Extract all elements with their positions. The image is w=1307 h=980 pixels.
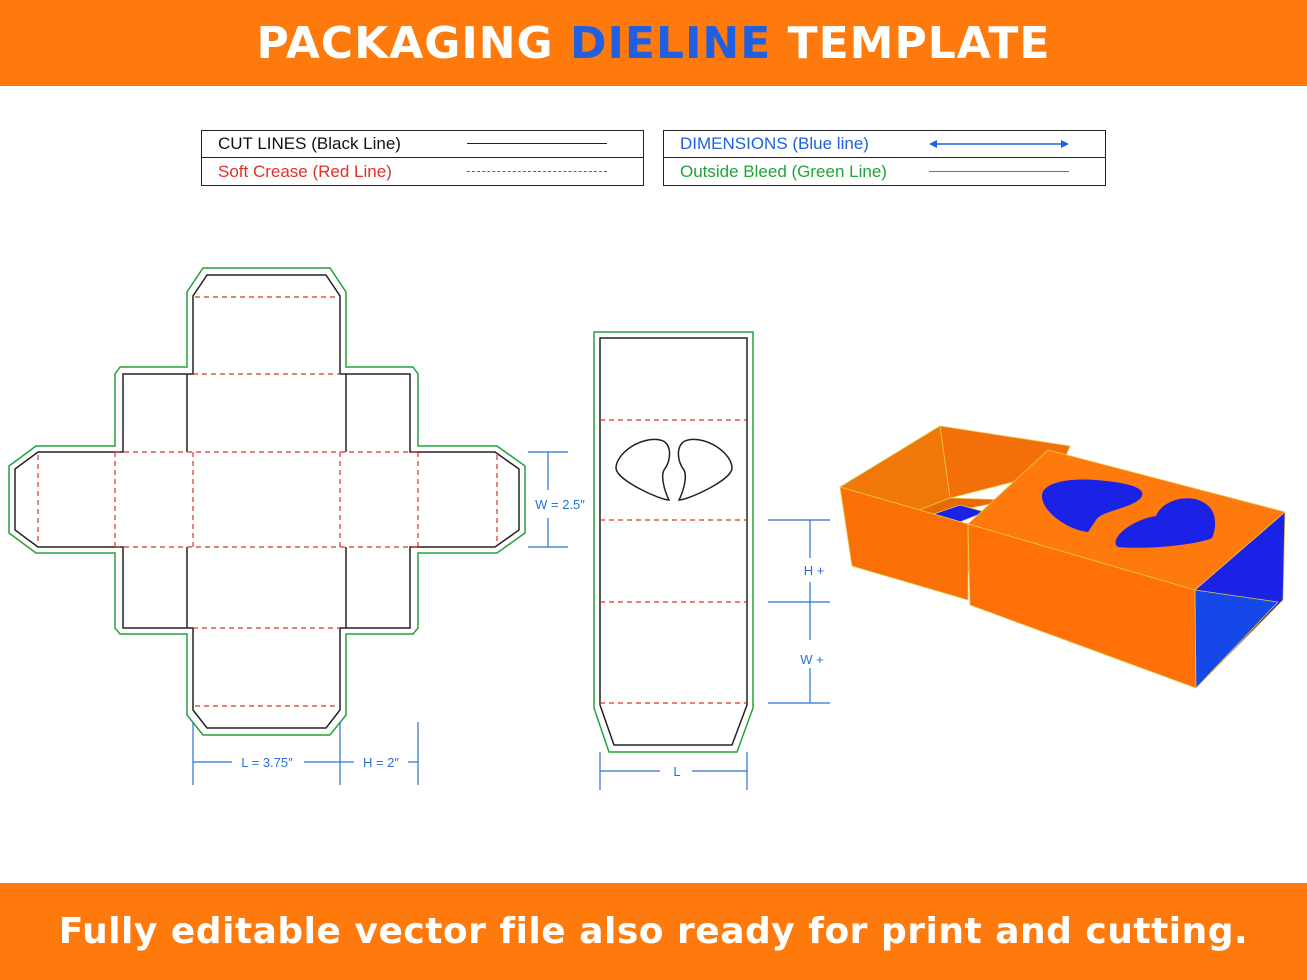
dimension-sleeve-l-label: L: [673, 764, 680, 779]
heart-cutout-right-icon: [1115, 498, 1216, 548]
dimension-l-label: L = 3.75″: [241, 755, 293, 770]
tray-bleed-outline: [8, 267, 526, 736]
dimension-arrow-icon: [929, 140, 1069, 148]
legend-dimension-row: DIMENSIONS (Blue line): [664, 131, 1105, 158]
box-mockup: [839, 425, 1286, 689]
dimension-w-label: W = 2.5″: [535, 497, 585, 512]
legend-bleed-row: Outside Bleed (Green Line): [664, 158, 1105, 185]
legend-cut-label: CUT LINES (Black Line): [218, 134, 401, 153]
title-accent: DIELINE: [570, 17, 772, 69]
sleeve-crease-lines: [600, 419, 747, 704]
title-part1: PACKAGING: [256, 17, 554, 69]
legend-bleed-label: Outside Bleed (Green Line): [680, 161, 887, 181]
tray-dieline: W = 2.5″ L = 3.75″ H = 2″: [8, 267, 585, 785]
cut-line-sample: [467, 143, 607, 145]
heart-cutout-left-icon: [1042, 479, 1143, 532]
legend-crease-row: Soft Crease (Red Line): [202, 158, 643, 185]
sleeve-dieline: H + W + L: [593, 331, 830, 790]
sleeve-bleed-outline: [593, 331, 754, 753]
tray-inner-slits: [186, 374, 347, 628]
legend-cut-row: CUT LINES (Black Line): [202, 131, 643, 158]
dimension-sleeve-l: [599, 752, 748, 790]
dimension-w-plus-label: W +: [800, 652, 823, 667]
dimension-w: [528, 451, 568, 548]
crease-line-sample: [467, 170, 607, 173]
title-part2: TEMPLATE: [787, 17, 1051, 69]
heart-window-icon: [615, 438, 733, 501]
header-banner: PACKAGING DIELINE TEMPLATE: [0, 0, 1307, 86]
legend-crease-label: Soft Crease (Red Line): [218, 161, 392, 181]
page-title: PACKAGING DIELINE TEMPLATE: [257, 18, 1051, 69]
tray-crease-lines: [37, 296, 498, 707]
footer-banner: Fully editable vector file also ready fo…: [0, 883, 1307, 980]
dimension-lh: [192, 722, 419, 785]
sleeve-cut-outline: [599, 337, 748, 746]
dimension-hw-plus: [768, 519, 830, 704]
legend-dimension-label: DIMENSIONS (Blue line): [680, 134, 869, 153]
footer-text: Fully editable vector file also ready fo…: [58, 911, 1249, 952]
dimension-h-plus-label: H +: [804, 563, 825, 578]
tray-front-side: [839, 486, 969, 601]
legend-left: CUT LINES (Black Line) Soft Crease (Red …: [201, 130, 644, 186]
tray-cut-outline: [14, 274, 520, 729]
dimension-h-label: H = 2″: [363, 755, 399, 770]
sleeve-end-inner: [1194, 589, 1279, 689]
bleed-line-sample: [929, 170, 1069, 173]
legend-right: DIMENSIONS (Blue line) Outside Bleed (Gr…: [663, 130, 1106, 186]
